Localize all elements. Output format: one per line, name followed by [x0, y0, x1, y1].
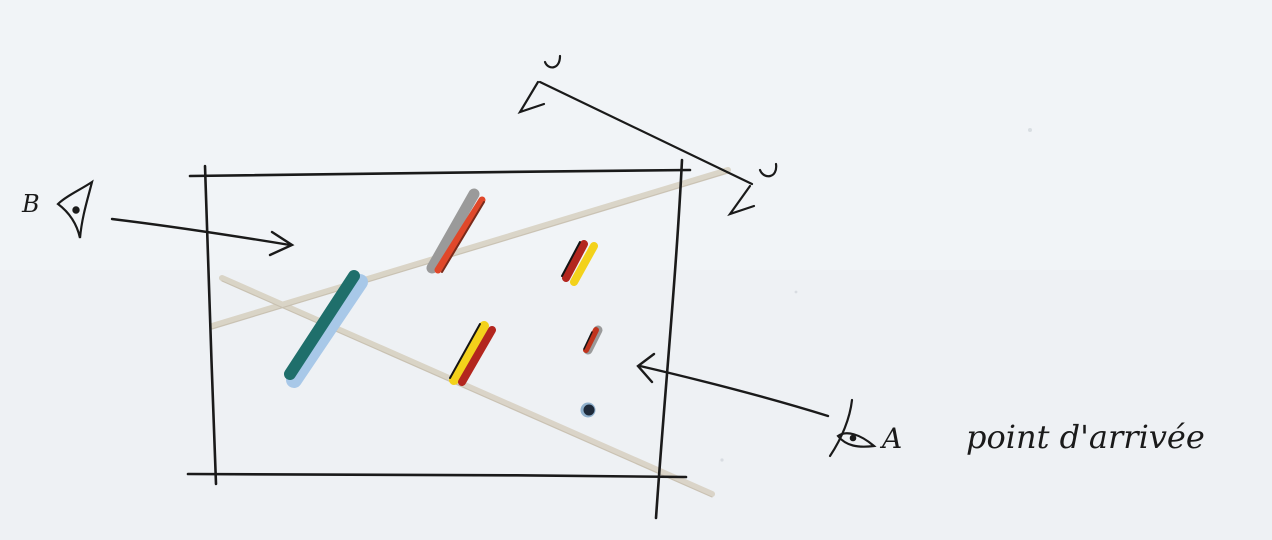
eye-symbol-b: [56, 179, 94, 239]
teal-bar: [284, 270, 368, 388]
frame-right: [654, 158, 684, 520]
frame-top: [188, 168, 692, 178]
arrival-label: point d'arrivée: [966, 418, 1205, 456]
small-red-mark: [583, 325, 603, 355]
sight-lines: [209, 167, 731, 497]
eye-symbol-a: [828, 398, 877, 458]
frame-bottom: [186, 472, 688, 479]
arrow-a: [636, 352, 830, 418]
grey-red-bar: [426, 188, 486, 274]
lower-sight-line: [219, 275, 715, 497]
small-dot-mark: [580, 402, 596, 418]
eye-symbol-top: [517, 54, 562, 114]
frame: [186, 158, 692, 520]
frame-left: [203, 164, 218, 486]
label-b: B: [21, 190, 40, 218]
eye-symbol-right: [727, 162, 778, 217]
upper-sight-line: [209, 167, 731, 329]
yellow-red-bar-lower: [449, 321, 496, 386]
red-yellow-bar-upper: [561, 240, 598, 286]
paper-highlight: [0, 0, 1272, 270]
arrow-b: [110, 217, 295, 257]
label-a: A: [879, 422, 902, 455]
arrow-top: [538, 80, 754, 186]
paper-specks: [720, 128, 1032, 462]
